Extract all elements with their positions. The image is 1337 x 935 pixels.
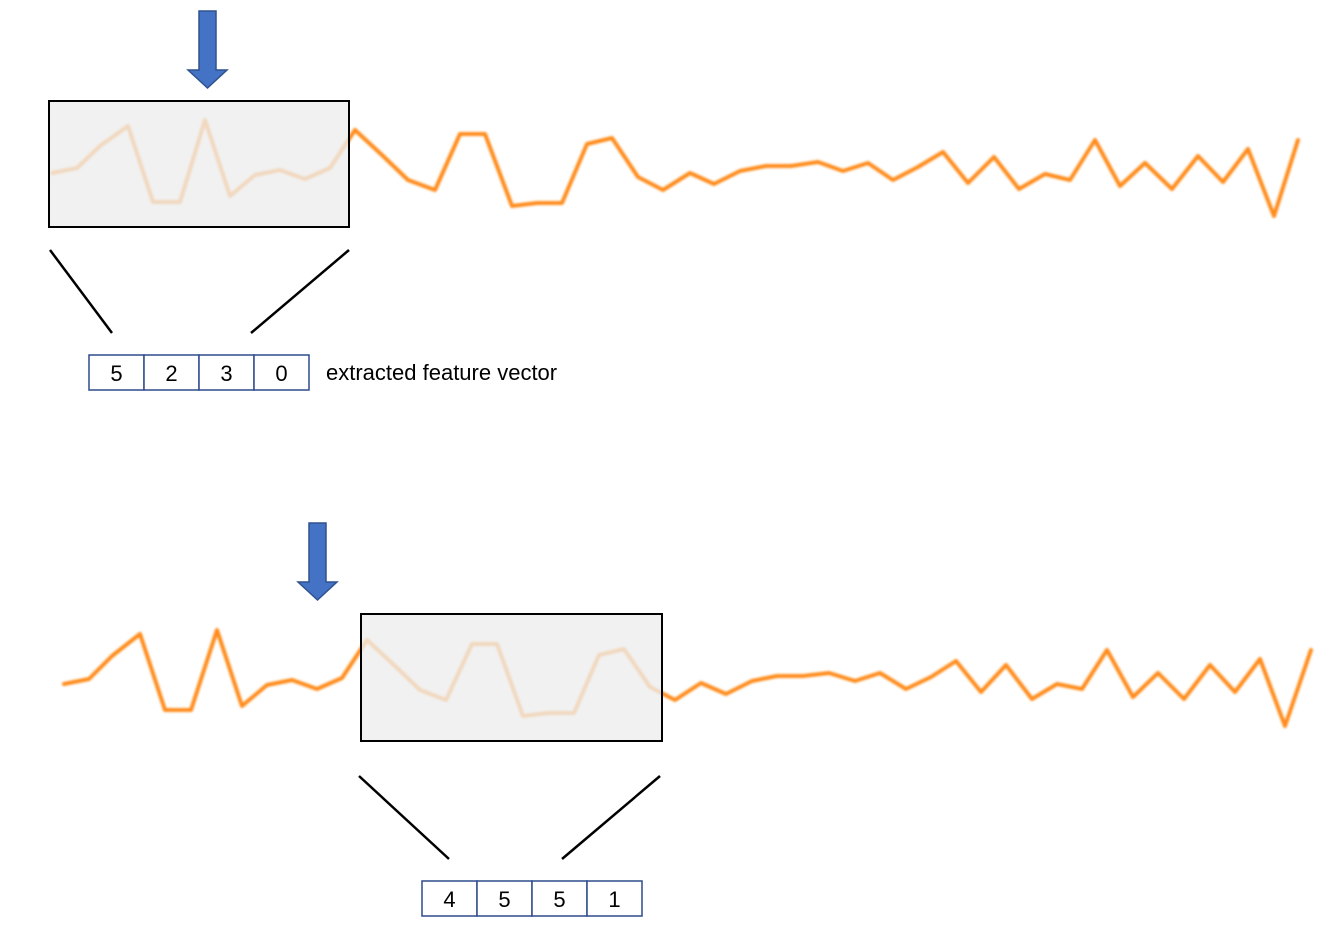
sliding-window — [360, 613, 663, 742]
vector-value: 2 — [165, 361, 177, 386]
vector-value: 5 — [110, 361, 122, 386]
down-arrow-icon — [296, 522, 339, 602]
projection-line-right — [250, 249, 350, 334]
vector-value: 1 — [608, 887, 620, 912]
vector-cell — [586, 880, 643, 917]
down-arrow-icon — [186, 10, 229, 90]
vector-cell — [143, 354, 200, 391]
vector-value: 3 — [220, 361, 232, 386]
sliding-window — [48, 100, 350, 228]
vector-cell — [198, 354, 255, 391]
top-panel: 5 2 3 0 extracted feature vector — [48, 10, 1300, 391]
vector-value: 5 — [553, 887, 565, 912]
time-series-signal — [62, 628, 1313, 728]
projection-line-right — [561, 775, 661, 860]
vector-value: 0 — [275, 361, 287, 386]
bottom-panel: 4 5 5 1 — [62, 522, 1313, 917]
projection-line-left — [48, 249, 114, 334]
feature-vector: 5 2 3 0 — [88, 354, 310, 391]
vector-value: 5 — [498, 887, 510, 912]
feature-vector: 4 5 5 1 — [421, 880, 643, 917]
projection-line-left — [358, 775, 450, 860]
feature-vector-caption: extracted feature vector — [326, 360, 557, 385]
vector-cell — [253, 354, 310, 391]
vector-value: 4 — [443, 887, 455, 912]
